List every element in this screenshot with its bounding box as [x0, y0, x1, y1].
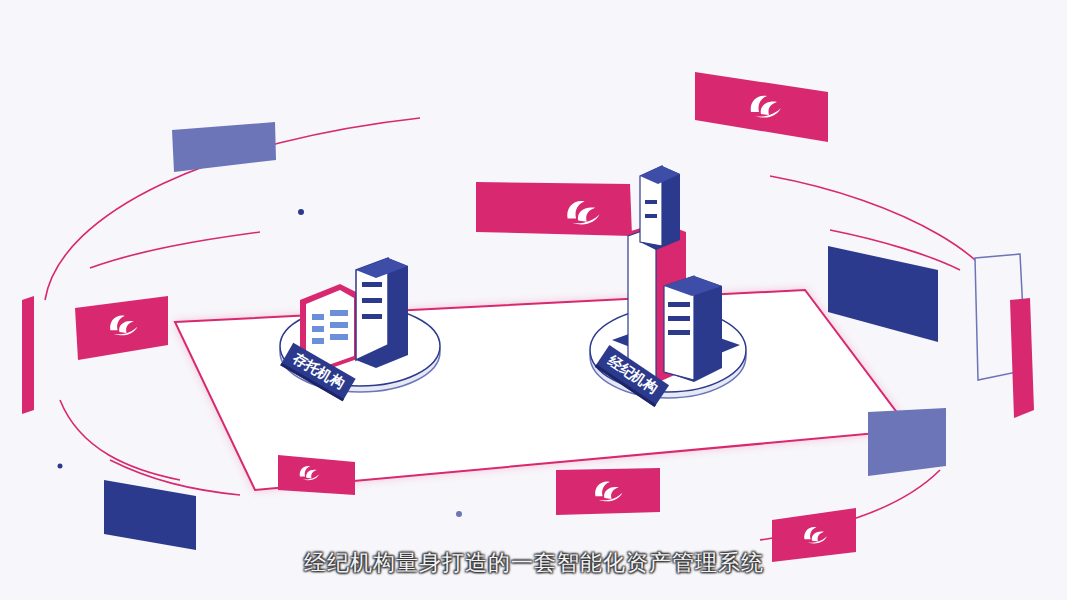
subtitle-caption: 经纪机构量身打造的一套智能化资产管理系统 — [0, 548, 1067, 578]
